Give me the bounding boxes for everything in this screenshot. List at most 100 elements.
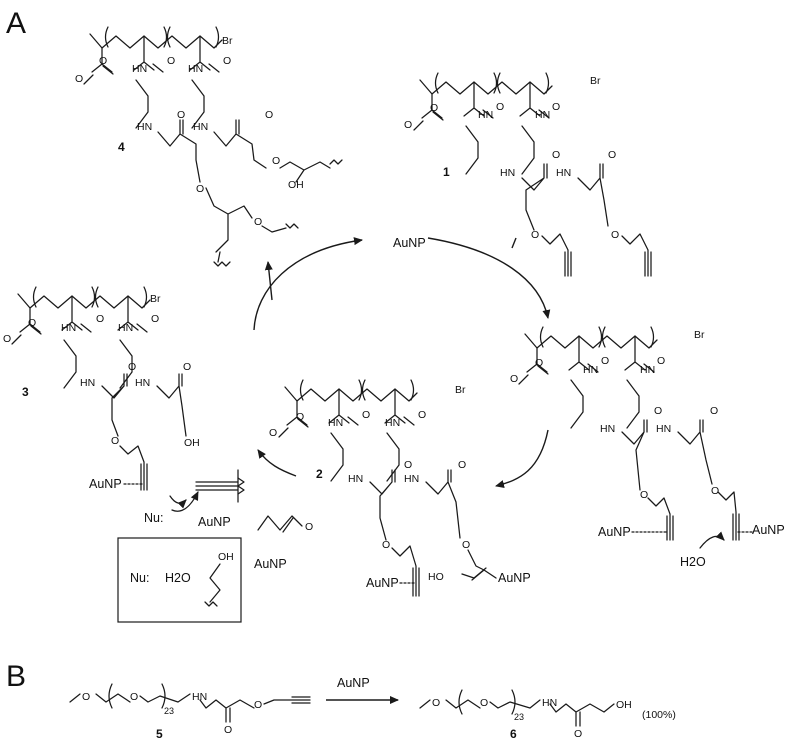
compound-label-3: 3 — [22, 385, 29, 399]
aunp-label: AuNP — [89, 477, 122, 491]
aunp-reagent-label: AuNP — [337, 676, 370, 690]
oxygen-atom: O — [254, 216, 262, 228]
oxygen-atom: O — [272, 155, 280, 167]
alkyne-intermediate-structure: Br O O HN HN O O HN HN O O O O — [510, 326, 740, 541]
oxygen-atom: O — [404, 119, 412, 131]
oxygen-atom: O — [82, 691, 90, 703]
bromine-atom: Br — [150, 293, 161, 305]
repeat-count: 23 — [514, 712, 524, 722]
oxygen-atom: O — [254, 699, 262, 711]
amide-nh: HN — [500, 167, 515, 179]
amide-nh: HN — [135, 377, 150, 389]
oxygen-atom: O — [130, 691, 138, 703]
bromine-atom: Br — [455, 384, 466, 396]
oxygen-atom: O — [654, 405, 662, 417]
oxygen-atom: O — [111, 435, 119, 447]
amide-nh: HN — [478, 109, 493, 121]
oxygen-atom: O — [99, 55, 107, 67]
amide-nh: HN — [188, 63, 203, 75]
oxygen-atom: O — [430, 102, 438, 114]
oxygen-atom: O — [432, 697, 440, 709]
amide-nh: HN — [640, 364, 655, 376]
catalysis-arrow — [495, 429, 549, 488]
amide-nh: HN — [61, 322, 76, 334]
amide-nh: HN — [132, 63, 147, 75]
oxygen-atom: O — [177, 109, 185, 121]
oxygen-atom: O — [269, 427, 277, 439]
catalysis-arrow — [427, 237, 551, 319]
panel-label-b: B — [6, 660, 26, 693]
aunp-label: AuNP — [498, 571, 531, 585]
oxygen-atom: O — [167, 55, 175, 67]
panel-label-a: A — [6, 7, 26, 40]
oxygen-atom: O — [223, 55, 231, 67]
nucleophile-label: Nu: — [144, 511, 163, 525]
nucleophile-box-label: Nu: — [130, 571, 149, 585]
oxygen-atom: O — [496, 101, 504, 113]
aunp-label: AuNP — [752, 523, 785, 537]
bromine-atom: Br — [590, 75, 601, 87]
yield-label: (100%) — [642, 709, 676, 721]
oxygen-atom: O — [458, 459, 466, 471]
amide-nh: HN — [137, 121, 152, 133]
amide-nh: HN — [80, 377, 95, 389]
catalysis-arrow — [264, 261, 273, 301]
oxygen-atom: O — [265, 109, 273, 121]
amide-nh: HN — [385, 417, 400, 429]
oxygen-atom: O — [611, 229, 619, 241]
bromine-atom: Br — [694, 329, 705, 341]
amide-nh: HN — [328, 417, 343, 429]
oxygen-atom: O — [183, 361, 191, 373]
oxygen-atom: O — [535, 357, 543, 369]
attack-fragment — [169, 469, 303, 533]
oxygen-atom: O — [224, 724, 232, 736]
hydroxyl: OH — [616, 699, 632, 711]
compound-2-structure: Br O O HN HN O O HN HN O O O O HO — [269, 379, 497, 597]
oxygen-atom: O — [657, 355, 665, 367]
oxygen-atom: O — [362, 409, 370, 421]
enol-hydroxyl: HO — [428, 571, 444, 583]
oxygen-atom: O — [418, 409, 426, 421]
oxygen-atom: O — [128, 361, 136, 373]
amide-nh: HN — [192, 691, 207, 703]
oxygen-atom: O — [3, 333, 11, 345]
oxygen-atom: O — [296, 411, 304, 423]
nucleophile-box — [117, 537, 242, 623]
oxygen-atom: O — [404, 459, 412, 471]
oxygen-atom: O — [462, 539, 470, 551]
hydroxyl-broken: OH — [184, 437, 200, 449]
amide-nh: HN — [600, 423, 615, 435]
oxygen-atom: O — [196, 183, 204, 195]
repeat-count: 23 — [164, 706, 174, 716]
water-label: H2O — [165, 571, 191, 585]
amide-nh: HN — [542, 697, 557, 709]
aunp-label: AuNP — [198, 515, 231, 529]
oxygen-atom: O — [608, 149, 616, 161]
amide-nh: HN — [556, 167, 571, 179]
oxygen-atom: O — [574, 728, 582, 740]
oxygen-atom: O — [75, 73, 83, 85]
compound-3-structure: Br O O HN HN O O HN HN O O O OH — [3, 286, 200, 491]
aunp-catalyst-label: AuNP — [393, 236, 426, 250]
oxygen-atom: O — [382, 539, 390, 551]
compound-label-1: 1 — [443, 165, 450, 179]
oxygen-atom: O — [480, 697, 488, 709]
oxygen-atom: O — [531, 229, 539, 241]
amide-nh: HN — [583, 364, 598, 376]
oxygen-atom: O — [601, 355, 609, 367]
oxygen-atom: O — [96, 313, 104, 325]
compound-label-4: 4 — [118, 140, 125, 154]
hydroxyl: OH — [218, 551, 234, 563]
water-label: H2O — [680, 555, 706, 569]
amide-nh: HN — [535, 109, 550, 121]
compound-4-structure: Br O O HN O HN O HN HN O O O OH O O — [75, 26, 343, 267]
oxygen-atom: O — [510, 373, 518, 385]
aunp-label: AuNP — [598, 525, 631, 539]
aunp-label: AuNP — [366, 576, 399, 590]
compound-1-structure: Br O O HN HN O O HN HN O O O O — [404, 72, 652, 277]
compound-5-structure — [69, 683, 311, 723]
oxygen-atom: O — [640, 489, 648, 501]
oxygen-atom: O — [552, 149, 560, 161]
compound-label-5: 5 — [156, 727, 163, 740]
